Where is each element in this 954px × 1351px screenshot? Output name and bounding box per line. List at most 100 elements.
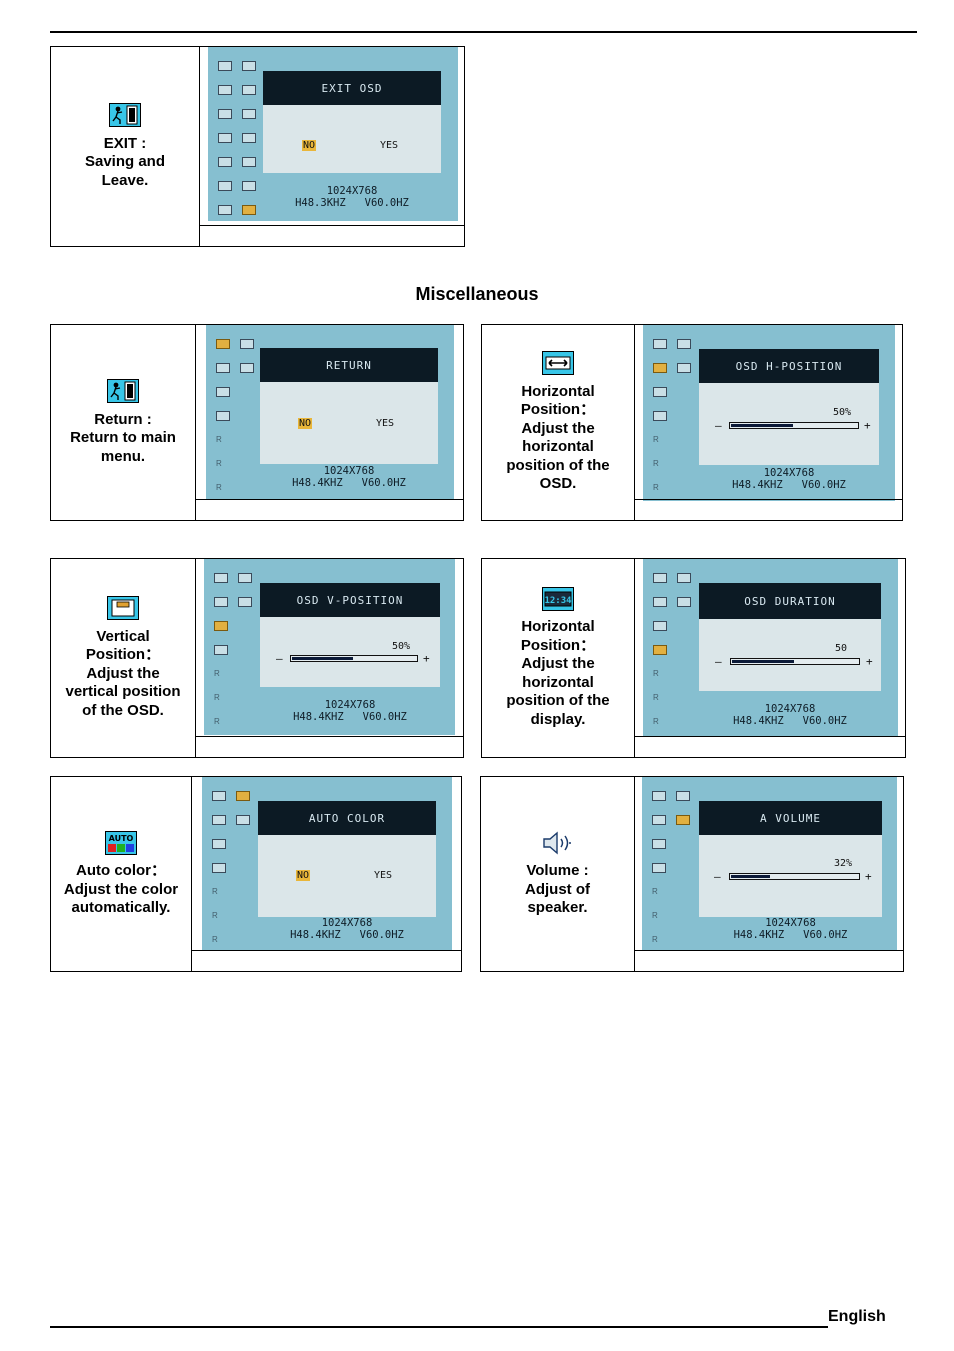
hpos-line-6: OSD. xyxy=(539,475,577,493)
vpos-osd-screen: R R R OSD V-POSITION 50% – + 1024X768 H4… xyxy=(204,559,455,735)
volume-description: Volume : Adjust of speaker. xyxy=(481,777,635,971)
autocolor-line-2: Adjust the color xyxy=(63,880,179,898)
svg-text:12:34: 12:34 xyxy=(544,596,572,606)
vpos-line-2: Position： xyxy=(85,646,161,663)
osd-slider[interactable] xyxy=(729,422,859,429)
hpos-line-2: Position： xyxy=(520,401,596,419)
vpos-line-1: Vertical xyxy=(96,627,150,645)
caption-row xyxy=(196,736,463,757)
return-screenshot-cell: R R R RETURN NO YES 1024X768 H48.4KHZ V6… xyxy=(196,325,463,520)
osd-frequency: H48.4KHZ V60.0HZ xyxy=(290,929,404,941)
autocolor-line-3: automatically. xyxy=(71,899,171,916)
horizontal-arrows-icon xyxy=(542,351,574,381)
vpos-line-3: Adjust the xyxy=(86,664,160,682)
volume-line-2: Adjust of xyxy=(525,880,590,898)
osd-resolution: 1024X768 xyxy=(764,703,816,715)
duration-line-1: Horizontal xyxy=(521,618,595,636)
osd-title: RETURN xyxy=(260,348,438,382)
osd-no-option: NO xyxy=(302,140,317,151)
vpos-line-4: vertical position xyxy=(65,683,181,700)
exit-line-2: Saving and xyxy=(84,153,166,170)
volume-osd-screen: R R R A VOLUME 32% – + 1024X768 H48.4KHZ… xyxy=(642,777,897,951)
duration-screenshot-cell: R R R OSD DURATION 50 – + 1024X768 H48.4… xyxy=(635,559,905,757)
osd-no-option: NO xyxy=(296,870,311,881)
caption-row xyxy=(196,499,463,520)
duration-line-3: Adjust the xyxy=(521,655,595,673)
osd-slider[interactable] xyxy=(290,655,418,662)
bottom-rule xyxy=(50,1326,828,1328)
duration-cell: 12:34 Horizontal Position： Adjust the ho… xyxy=(481,558,906,758)
exit-line-3: Leave. xyxy=(101,171,149,189)
osd-sidebar xyxy=(214,55,264,215)
hpos-cell: Horizontal Position： Adjust the horizont… xyxy=(481,324,903,521)
osd-slider[interactable] xyxy=(730,658,860,665)
vpos-screenshot-cell: R R R OSD V-POSITION 50% – + 1024X768 H4… xyxy=(196,559,463,757)
osd-slider[interactable] xyxy=(729,873,860,880)
clock-1234-icon: 12:34 xyxy=(542,586,574,617)
exit-cell: EXIT : Saving and Leave. EXIT OSD NO YES… xyxy=(50,46,465,247)
volume-line-3: speaker. xyxy=(527,899,588,916)
osd-frequency: H48.4KHZ V60.0HZ xyxy=(293,711,407,723)
vertical-position-icon xyxy=(107,596,139,626)
hpos-line-5: position of the xyxy=(506,456,610,474)
duration-description: 12:34 Horizontal Position： Adjust the ho… xyxy=(482,559,635,757)
osd-resolution: 1024X768 xyxy=(765,917,816,929)
osd-frequency: H48.4KHZ V60.0HZ xyxy=(732,479,846,491)
autocolor-cell: AUTO Auto color： Adjust the color automa… xyxy=(50,776,462,972)
osd-sidebar: R R R xyxy=(649,333,699,493)
volume-screenshot-cell: R R R A VOLUME 32% – + 1024X768 H48.4KHZ… xyxy=(635,777,903,971)
osd-resolution: 1024X768 xyxy=(323,465,375,477)
auto-color-icon: AUTO xyxy=(105,830,137,861)
hpos-line-4: horizontal xyxy=(522,438,594,456)
osd-sidebar: R R R xyxy=(212,333,262,492)
osd-title: AUTO COLOR xyxy=(258,801,436,835)
slider-minus: – xyxy=(715,655,722,668)
osd-frequency: H48.4KHZ V60.0HZ xyxy=(292,477,406,489)
volume-cell: Volume : Adjust of speaker. R R R A VOLU… xyxy=(480,776,904,972)
exit-line-1: EXIT : xyxy=(103,134,147,152)
osd-frequency: H48.3KHZ V60.0HZ xyxy=(295,197,409,209)
vpos-line-5: of the OSD. xyxy=(82,701,164,719)
caption-row xyxy=(192,950,461,971)
slider-value: 50 xyxy=(835,643,848,654)
slider-minus: – xyxy=(276,652,283,665)
exit-screenshot-cell: EXIT OSD NO YES 1024X768 H48.3KHZ V60.0H… xyxy=(200,47,464,246)
footer-language: English xyxy=(828,1308,886,1325)
osd-yes-option: YES xyxy=(374,870,393,881)
osd-yes-option: YES xyxy=(380,140,399,151)
duration-line-5: position of the xyxy=(506,692,610,710)
top-rule xyxy=(50,31,917,33)
duration-line-4: horizontal xyxy=(522,673,594,691)
vpos-cell: Vertical Position： Adjust the vertical p… xyxy=(50,558,464,758)
slider-plus: + xyxy=(866,655,873,668)
osd-resolution: 1024X768 xyxy=(321,917,373,929)
caption-row xyxy=(635,950,903,971)
svg-text:AUTO: AUTO xyxy=(109,834,134,843)
slider-value: 50% xyxy=(392,641,411,652)
slider-plus: + xyxy=(864,419,871,432)
osd-resolution: 1024X768 xyxy=(324,699,376,711)
osd-sidebar: R R R xyxy=(210,567,260,727)
return-cell: Return : Return to main menu. R R R RETU… xyxy=(50,324,464,521)
return-osd-screen: R R R RETURN NO YES 1024X768 H48.4KHZ V6… xyxy=(206,325,454,499)
osd-frequency: H48.4KHZ V60.0HZ xyxy=(733,929,848,941)
speaker-volume-icon xyxy=(541,830,575,861)
return-description: Return : Return to main menu. xyxy=(51,325,196,520)
slider-value: 32% xyxy=(834,858,853,869)
autocolor-screenshot-cell: R R R AUTO COLOR NO YES 1024X768 H48.4KH… xyxy=(192,777,461,971)
osd-sidebar: R R R xyxy=(648,785,698,944)
vpos-description: Vertical Position： Adjust the vertical p… xyxy=(51,559,196,757)
volume-line-1: Volume : xyxy=(526,862,589,879)
slider-plus: + xyxy=(865,870,872,883)
osd-sidebar: R R R xyxy=(649,567,699,729)
osd-title: EXIT OSD xyxy=(263,71,441,105)
osd-title: A VOLUME xyxy=(699,801,882,835)
duration-osd-screen: R R R OSD DURATION 50 – + 1024X768 H48.4… xyxy=(643,559,898,737)
caption-row xyxy=(635,736,905,757)
return-line-1: Return : xyxy=(94,410,152,428)
hpos-line-3: Adjust the xyxy=(521,419,595,437)
caption-row xyxy=(635,499,902,520)
slider-minus: – xyxy=(715,419,722,432)
return-line-3: menu. xyxy=(100,447,146,465)
osd-title: OSD DURATION xyxy=(699,583,881,619)
